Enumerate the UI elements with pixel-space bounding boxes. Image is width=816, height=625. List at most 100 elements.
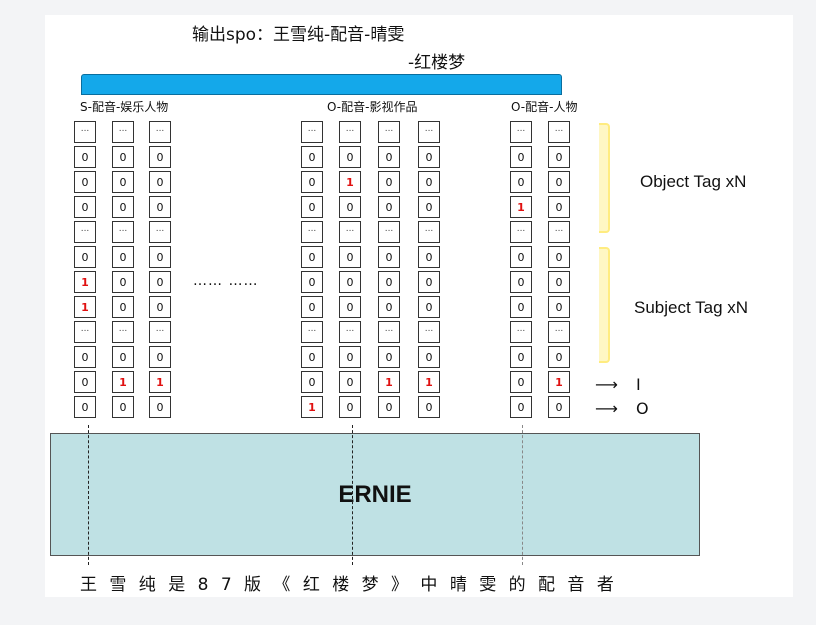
tag-cell: 0 xyxy=(301,271,323,293)
arrow-to-o-icon: ⟶ xyxy=(595,399,618,418)
tag-cell: 0 xyxy=(548,146,570,168)
tag-cell: 0 xyxy=(418,196,440,218)
tag-cell: ... xyxy=(149,121,171,143)
tag-cell: 0 xyxy=(112,271,134,293)
tag-cell: 0 xyxy=(418,296,440,318)
tag-cell: ... xyxy=(548,321,570,343)
tag-cell: 0 xyxy=(378,296,400,318)
tag-cell: 0 xyxy=(301,296,323,318)
tag-cell: 0 xyxy=(301,171,323,193)
tag-cell: ... xyxy=(510,221,532,243)
tag-cell: 0 xyxy=(149,346,171,368)
tag-cell: 0 xyxy=(548,246,570,268)
tag-cell: ... xyxy=(74,221,96,243)
tag-cell: 0 xyxy=(149,296,171,318)
tag-cell: 0 xyxy=(418,396,440,418)
tag-cell: 1 xyxy=(112,371,134,393)
tag-cell: ... xyxy=(74,321,96,343)
tag-cell: 0 xyxy=(74,371,96,393)
tag-cell: 1 xyxy=(301,396,323,418)
tag-cell: 0 xyxy=(149,271,171,293)
input-sentence: 王雪纯是87版《红楼梦》中晴雯的配音者 xyxy=(80,575,627,595)
tag-cell: 0 xyxy=(301,346,323,368)
tag-cell: ... xyxy=(112,321,134,343)
ernie-model-box: ERNIE xyxy=(50,433,700,556)
tag-cell: 0 xyxy=(418,346,440,368)
tag-cell: 0 xyxy=(378,196,400,218)
tag-cell: 0 xyxy=(112,346,134,368)
tag-cell: 0 xyxy=(112,196,134,218)
tag-cell: 0 xyxy=(548,171,570,193)
arrow-to-i-icon: ⟶ xyxy=(595,375,618,394)
tag-cell: 0 xyxy=(339,396,361,418)
tag-cell: 0 xyxy=(339,346,361,368)
tag-cell: 0 xyxy=(510,396,532,418)
tag-cell: 0 xyxy=(149,396,171,418)
tag-cell: 0 xyxy=(112,146,134,168)
tag-cell: ... xyxy=(418,321,440,343)
subject-tag-brace xyxy=(599,247,610,363)
tag-cell: 0 xyxy=(74,246,96,268)
tag-cell: ... xyxy=(378,221,400,243)
tag-cell: 0 xyxy=(548,271,570,293)
tag-cell: 1 xyxy=(74,296,96,318)
tag-cell: 0 xyxy=(301,371,323,393)
tag-cell: 0 xyxy=(510,246,532,268)
tag-cell: 1 xyxy=(418,371,440,393)
tag-cell: 0 xyxy=(339,246,361,268)
tag-cell: 0 xyxy=(301,246,323,268)
tag-cell: 0 xyxy=(548,346,570,368)
tag-cell: ... xyxy=(149,321,171,343)
tag-cell: 1 xyxy=(510,196,532,218)
omitted-columns-ellipsis: …… …… xyxy=(193,273,259,289)
tag-cell: 0 xyxy=(74,146,96,168)
tag-cell: ... xyxy=(378,121,400,143)
tag-cell: ... xyxy=(301,221,323,243)
tag-cell: 0 xyxy=(378,246,400,268)
tag-cell: 0 xyxy=(339,196,361,218)
tag-cell: 0 xyxy=(339,146,361,168)
tag-cell: ... xyxy=(510,121,532,143)
tag-cell: ... xyxy=(112,121,134,143)
tag-cell: 0 xyxy=(418,246,440,268)
tag-cell: 0 xyxy=(510,346,532,368)
tag-cell: 0 xyxy=(510,371,532,393)
tag-cell: 1 xyxy=(149,371,171,393)
tag-cell: 0 xyxy=(378,271,400,293)
tag-cell: ... xyxy=(301,121,323,143)
tag-cell: ... xyxy=(149,221,171,243)
tag-cell: ... xyxy=(339,321,361,343)
tag-cell: 0 xyxy=(548,196,570,218)
object-person-group-label: O-配音-人物 xyxy=(511,100,578,114)
subject-tag-label: Subject Tag xN xyxy=(634,298,749,317)
tag-cell: 0 xyxy=(378,171,400,193)
label-o: O xyxy=(636,399,649,418)
tag-cell: 0 xyxy=(418,146,440,168)
tag-cell: ... xyxy=(418,121,440,143)
tag-cell: ... xyxy=(378,321,400,343)
tag-cell: ... xyxy=(418,221,440,243)
tag-cell: 0 xyxy=(378,346,400,368)
tag-cell: 0 xyxy=(74,196,96,218)
tag-cell: 0 xyxy=(510,171,532,193)
tag-cell: 0 xyxy=(112,396,134,418)
tag-cell: ... xyxy=(339,121,361,143)
tag-cell: 0 xyxy=(149,146,171,168)
tag-cell: 0 xyxy=(418,271,440,293)
tag-cell: 0 xyxy=(74,396,96,418)
object-work-group-label: O-配音-影视作品 xyxy=(327,100,418,114)
tag-cell: 0 xyxy=(548,396,570,418)
object-person-link-dashed-line xyxy=(522,425,523,565)
object-work-link-dashed-line xyxy=(352,425,353,565)
tag-cell: 0 xyxy=(418,171,440,193)
tag-cell: 0 xyxy=(378,146,400,168)
tag-cell: 0 xyxy=(149,196,171,218)
tag-cell: 0 xyxy=(510,271,532,293)
subject-link-dashed-line xyxy=(88,425,89,565)
output-spo-title: 输出spo：王雪纯-配音-晴雯 xyxy=(192,25,405,45)
tag-cell: ... xyxy=(339,221,361,243)
tag-cell: ... xyxy=(548,121,570,143)
ernie-label: ERNIE xyxy=(338,480,412,508)
label-i: I xyxy=(636,375,641,394)
